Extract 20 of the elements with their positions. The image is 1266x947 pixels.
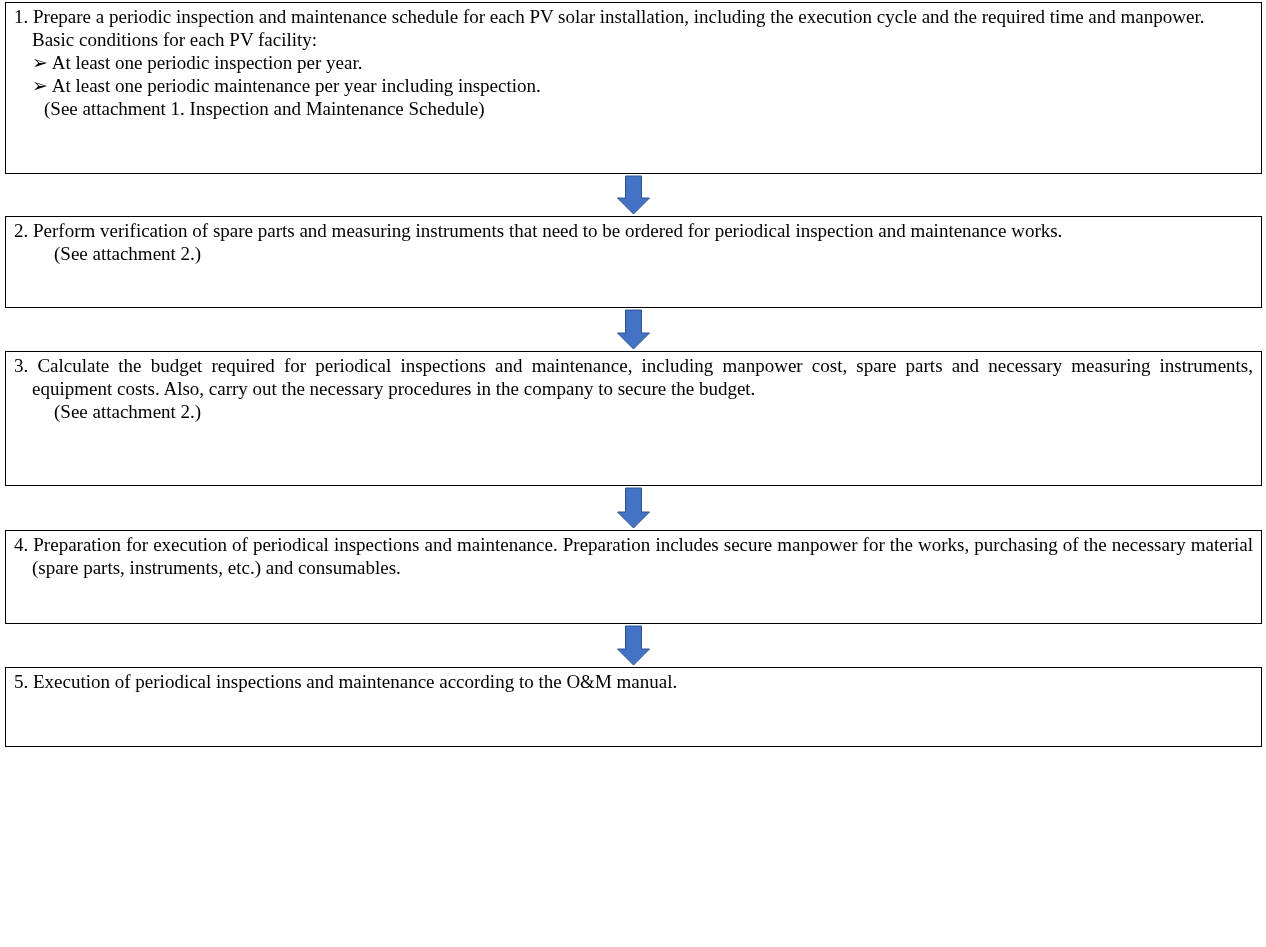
step-note: (See attachment 2.)	[53, 242, 203, 265]
process-box	[5, 2, 1262, 174]
step-note: ➢ At least one periodic inspection per year.	[31, 51, 364, 74]
step-text: 5. Execution of periodical inspections and maintenance according to the O&M manual.	[14, 670, 679, 693]
step-text: 3. Calculate the budget required for periodical inspections and maintenance, including manpower cost, spare parts and necessary measuring instruments, equipment costs. Also, carry out the necessary procedures in the company to secure the budget.	[14, 354, 1253, 400]
process-box	[5, 351, 1262, 486]
step-text: 2. Perform verification of spare parts and measuring instruments that need to be ordered for periodical inspection and maintenance works.	[14, 219, 1064, 242]
step-text: 1. Prepare a periodic inspection and maintenance schedule for each PV solar installation, including the execution cycle and the required time and manpower.	[14, 5, 1206, 28]
block-arrow	[617, 175, 650, 215]
block-arrow	[617, 487, 650, 529]
process-box	[5, 216, 1262, 308]
step-note: ➢ At least one periodic maintenance per year including inspection.	[31, 74, 542, 97]
block-arrow	[617, 309, 650, 350]
block-arrow	[617, 625, 650, 666]
process-box	[5, 667, 1262, 747]
step-text: 4. Preparation for execution of periodical inspections and maintenance. Preparation includes secure manpower for the works, purchasing of the necessary material (spare parts, instruments, etc.) and consumables.	[14, 533, 1253, 579]
process-box	[5, 530, 1262, 624]
step-note: Basic conditions for each PV facility:	[31, 28, 319, 51]
step-note: (See attachment 1. Inspection and Maintenance Schedule)	[43, 97, 486, 120]
step-note: (See attachment 2.)	[53, 400, 203, 423]
